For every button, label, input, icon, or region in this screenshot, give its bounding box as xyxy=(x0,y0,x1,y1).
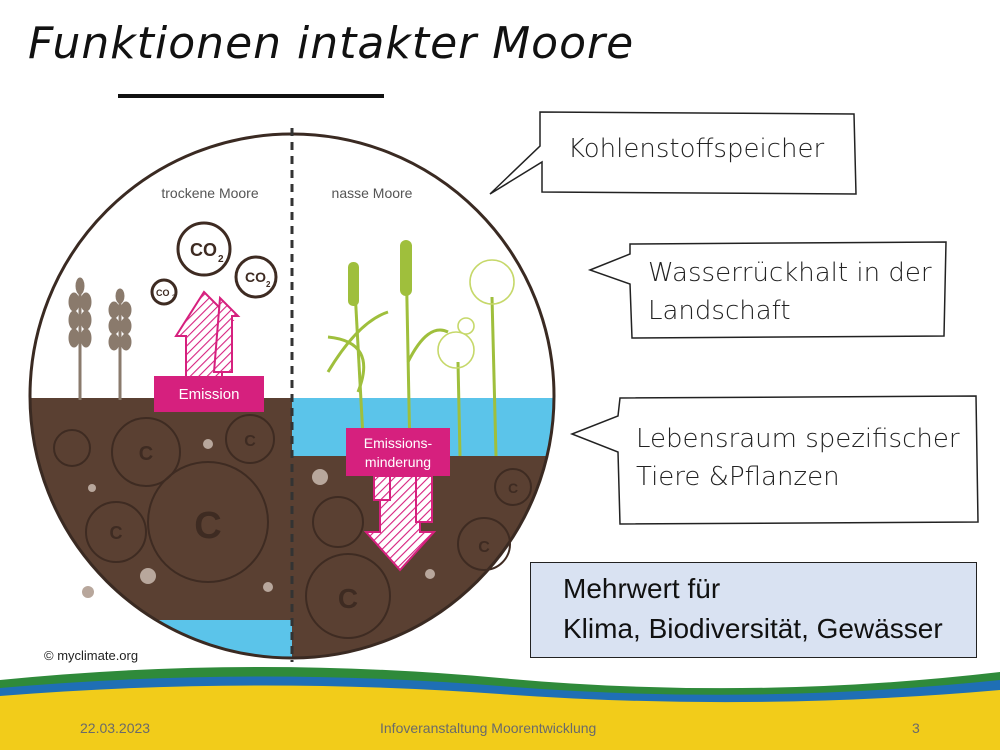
speech-bubble-icon xyxy=(569,395,979,525)
carbon-label: C xyxy=(194,505,221,547)
co2-icon xyxy=(150,221,278,306)
speech-bubble-icon xyxy=(489,111,857,195)
carbon-label: C xyxy=(478,539,490,556)
svg-text:2: 2 xyxy=(172,295,176,301)
benefit-box: Mehrwert für Klima, Biodiversität, Gewäs… xyxy=(530,562,977,658)
svg-text:CO: CO xyxy=(245,269,266,285)
svg-text:2: 2 xyxy=(218,254,224,265)
emission-label: Emission xyxy=(179,386,240,403)
footer-page-number: 3 xyxy=(912,720,920,736)
carbon-label: C xyxy=(139,443,153,465)
footer-date: 22.03.2023 xyxy=(80,720,151,736)
callout-text-line1: Lebensraum spezifischer xyxy=(636,424,960,454)
callout-text: Kohlenstoffspeicher xyxy=(568,134,825,164)
callout-text-line1: Wasserrückhalt in der xyxy=(648,258,932,288)
callout-text-line2: Tiere &Pflanzen xyxy=(636,462,840,492)
svg-text:CO: CO xyxy=(156,288,170,298)
callout-habitat: Lebensraum spezifischer Tiere &Pflanzen xyxy=(569,394,980,526)
title-underline xyxy=(118,94,384,98)
footer-wave-decoration xyxy=(0,666,1000,750)
reduction-label-2: minderung xyxy=(365,454,431,470)
slide-title: Funktionen intakter Moore xyxy=(28,18,635,69)
dry-peat-label: trockene Moore xyxy=(161,185,258,201)
svg-text:2: 2 xyxy=(266,280,271,289)
callout-carbon-storage: Kohlenstoffspeicher xyxy=(488,110,858,196)
speech-bubble-icon xyxy=(587,241,947,339)
carbon-label: C xyxy=(244,433,256,450)
reduction-badge xyxy=(346,428,450,476)
footer-event: Infoveranstaltung Moorentwicklung xyxy=(380,720,597,736)
wet-peat-label: nasse Moore xyxy=(332,185,413,201)
emission-badge xyxy=(154,376,264,412)
reduction-arrow-icon xyxy=(363,475,437,572)
peatland-diagram: C C C C C C C trockene Moore nasse Moore xyxy=(28,128,556,662)
image-credit: © myclimate.org xyxy=(44,648,139,663)
flower-icon xyxy=(437,259,515,369)
wheat-icon xyxy=(68,277,132,400)
callout-water-retention: Wasserrückhalt in der Landschaft xyxy=(587,240,950,340)
carbon-label: C xyxy=(508,480,518,496)
reduction-label-1: Emissions- xyxy=(364,435,433,451)
svg-text:CO: CO xyxy=(190,240,217,260)
callout-text-line2: Landschaft xyxy=(648,296,791,326)
benefit-line1: Mehrwert für xyxy=(563,573,721,604)
carbon-label: C xyxy=(110,523,123,543)
benefit-line2: Klima, Biodiversität, Gewässer xyxy=(563,613,943,644)
carbon-label: C xyxy=(338,583,358,614)
